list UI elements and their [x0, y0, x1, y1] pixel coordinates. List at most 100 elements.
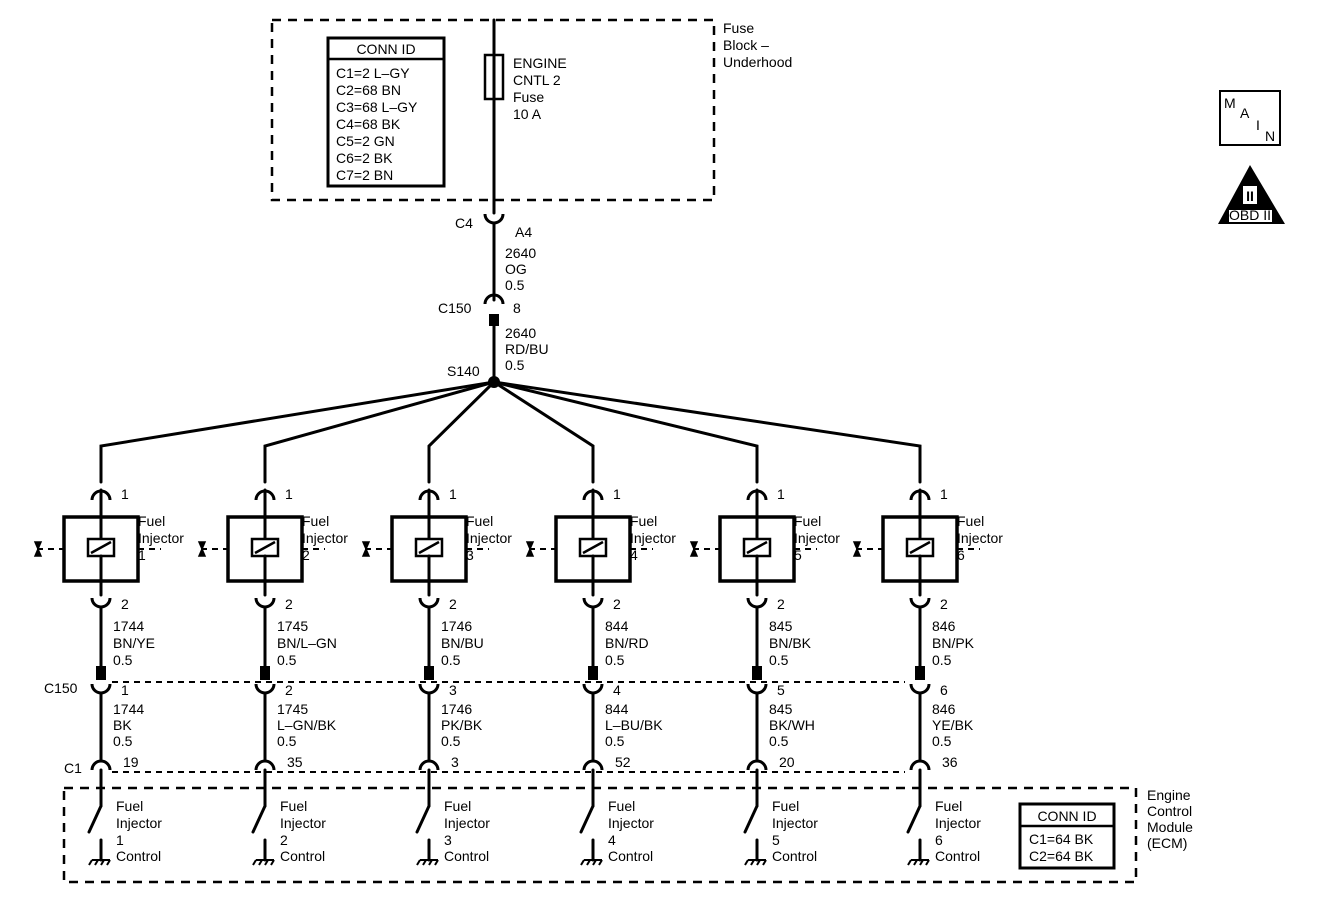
- wire-b-circuit: 845: [769, 701, 793, 717]
- wire-b-circuit: 1745: [277, 701, 308, 717]
- ecm-pin-label: 35: [287, 754, 303, 770]
- driver-switch-icon: [415, 804, 431, 834]
- injector-name-line-1: Fuel: [794, 513, 821, 529]
- wire-a-circuit: 1744: [113, 618, 144, 634]
- injector-top-pin: 1: [121, 486, 129, 502]
- injector-top-pin: 1: [449, 486, 457, 502]
- ground-icon: [88, 859, 111, 866]
- c4-pin-label: A4: [515, 224, 532, 240]
- shield-ground-icon: [852, 541, 862, 557]
- driver-switch-icon: [579, 804, 595, 834]
- wire-a-circuit: 844: [605, 618, 629, 634]
- wire-2640-rdbu-size: 0.5: [505, 357, 525, 373]
- wire-b-size: 0.5: [113, 733, 133, 749]
- wire-b-size: 0.5: [441, 733, 461, 749]
- wire-a-color: BN/BK: [769, 635, 812, 651]
- fuse-conn-id-row: C2=68 BN: [336, 82, 401, 98]
- ecm-label-line-1: Fuel: [444, 798, 471, 814]
- ecm-label-line-3: 3: [444, 832, 452, 848]
- ecm-label-line-4: Control: [116, 848, 161, 864]
- ground-icon: [907, 859, 930, 866]
- injector-column-1: 1FuelInjector121744BN/YE0.511744BK0.519F…: [33, 380, 496, 866]
- c150-pin-label: 5: [777, 682, 785, 698]
- injector-name-line-1: Fuel: [138, 513, 165, 529]
- ecm-label-2: Control: [1147, 803, 1192, 819]
- wire-2640-og-size: 0.5: [505, 277, 525, 293]
- c4-connector-icon: [483, 213, 505, 225]
- injector-column-3: 1FuelInjector321746BN/BU0.531746PK/BK0.5…: [361, 380, 512, 866]
- driver-switch-icon: [906, 804, 922, 834]
- shield-ground-icon: [689, 541, 699, 557]
- injector-name-line-2: Injector: [957, 530, 1003, 546]
- injector-top-pin: 1: [613, 486, 621, 502]
- c150-connector-icon: [746, 683, 768, 695]
- ecm-pin-label: 36: [942, 754, 958, 770]
- wire-a-circuit: 1745: [277, 618, 308, 634]
- ecm-pin-label: 20: [779, 754, 795, 770]
- ecm-label-1: Engine: [1147, 787, 1191, 803]
- wire-2640-og-circuit: 2640: [505, 245, 536, 261]
- wire-a-size: 0.5: [932, 652, 952, 668]
- fuse-conn-id-row: C3=68 L–GY: [336, 99, 418, 115]
- injector-name-line-2: Injector: [794, 530, 840, 546]
- wire-a-circuit: 1746: [441, 618, 472, 634]
- fuse-label-1: ENGINE: [513, 55, 567, 71]
- wire-a-circuit: 845: [769, 618, 793, 634]
- injector-name-line-2: Injector: [138, 530, 184, 546]
- ecm-label-line-2: Injector: [935, 815, 981, 831]
- fuse-conn-id-row: C4=68 BK: [336, 116, 401, 132]
- harness-branch: [99, 380, 496, 484]
- c150-connector-icon: [582, 683, 604, 695]
- fuse-conn-id-row: C5=2 GN: [336, 133, 395, 149]
- wire-b-color: BK: [113, 717, 132, 733]
- ecm-label-line-2: Injector: [116, 815, 162, 831]
- wire-b-color: BK/WH: [769, 717, 815, 733]
- ecm-conn-id-title: CONN ID: [1037, 808, 1096, 824]
- wire-a-color: BN/L–GN: [277, 635, 337, 651]
- driver-switch-icon: [87, 804, 103, 834]
- ecm-label-line-2: Injector: [772, 815, 818, 831]
- ecm-label-line-3: 4: [608, 832, 616, 848]
- c150-pin-icon: [260, 666, 270, 680]
- main-badge: M A I N: [1219, 90, 1281, 146]
- wire-a-color: BN/BU: [441, 635, 484, 651]
- wire-a-size: 0.5: [441, 652, 461, 668]
- injector-column-5: 1FuelInjector52845BN/BK0.55845BK/WH0.520…: [492, 380, 840, 866]
- ecm-pin-label: 52: [615, 754, 631, 770]
- fuse-block-label-1: Fuse: [723, 20, 754, 36]
- wire-b-size: 0.5: [277, 733, 297, 749]
- injector-bottom-connector-icon: [582, 597, 604, 609]
- fuse-block-label-2: Block –: [723, 37, 769, 53]
- shared-connector-outline: [112, 681, 905, 773]
- c1-connector-icon: [418, 759, 440, 771]
- c150-pin-label: 2: [285, 682, 293, 698]
- ecm-outline: [62, 786, 1138, 884]
- c150-feed-connector-label: C150: [438, 300, 472, 316]
- wire-a-circuit: 846: [932, 618, 956, 634]
- s140-splice-label: S140: [447, 363, 480, 379]
- c150-connector-icon: [90, 683, 112, 695]
- fuse-label-2: CNTL 2: [513, 72, 561, 88]
- injector-name-line-1: Fuel: [957, 513, 984, 529]
- ecm-label-line-2: Injector: [280, 815, 326, 831]
- injector-bottom-pin: 2: [777, 596, 785, 612]
- injector-column-6: 1FuelInjector62846BN/PK0.56846YE/BK0.536…: [492, 380, 1003, 866]
- ground-icon: [580, 859, 603, 866]
- wire-b-circuit: 846: [932, 701, 956, 717]
- wire-a-size: 0.5: [113, 652, 133, 668]
- c150-pin-label: 4: [613, 682, 621, 698]
- ecm-label-line-1: Fuel: [280, 798, 307, 814]
- wire-a-color: BN/RD: [605, 635, 649, 651]
- ecm-label-line-1: Fuel: [608, 798, 635, 814]
- ecm-label-line-4: Control: [444, 848, 489, 864]
- wire-b-size: 0.5: [932, 733, 952, 749]
- wire-b-size: 0.5: [769, 733, 789, 749]
- wire-b-color: PK/BK: [441, 717, 483, 733]
- injector-bottom-pin: 2: [285, 596, 293, 612]
- injector-name-line-3: 2: [302, 547, 310, 563]
- injector-bottom-connector-icon: [746, 597, 768, 609]
- c150-feed-connector-icon: [483, 293, 505, 305]
- injector-column-4: 1FuelInjector42844BN/RD0.54844L–BU/BK0.5…: [492, 380, 676, 866]
- ecm-label-line-1: Fuel: [935, 798, 962, 814]
- ecm-label-line-1: Fuel: [116, 798, 143, 814]
